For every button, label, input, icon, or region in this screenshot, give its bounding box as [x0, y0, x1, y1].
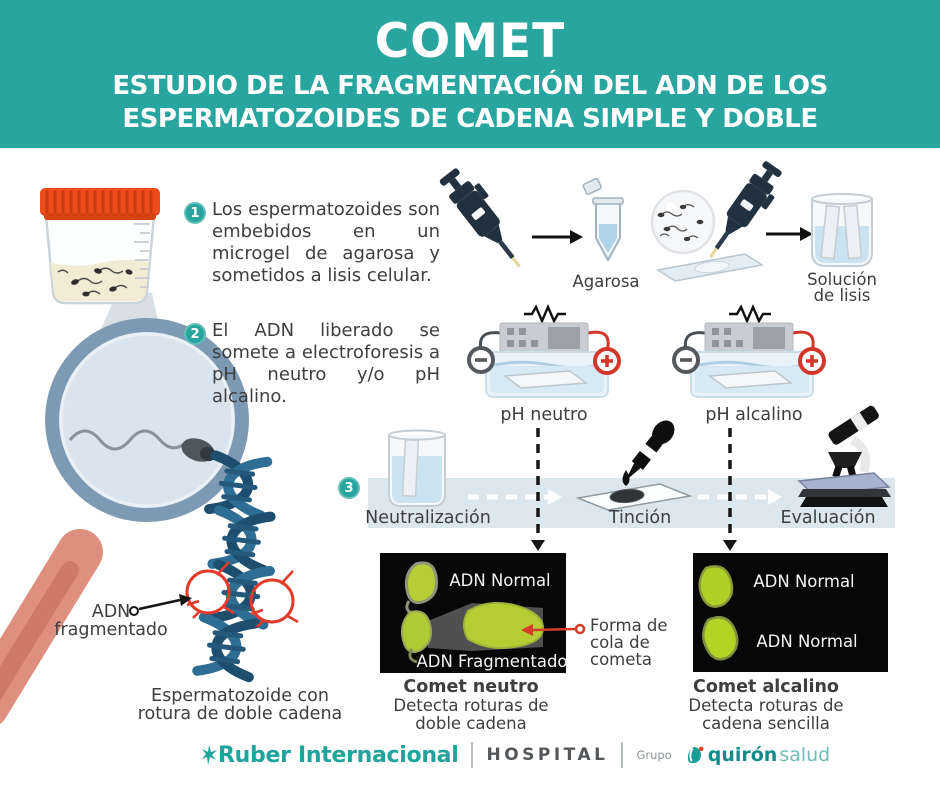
step-1-text: Los espermatozoides son embebidos en un …	[212, 199, 440, 286]
dashed-connector-icon	[531, 428, 737, 551]
agarosa-label: Agarosa	[572, 272, 640, 291]
adn-normal-label: ADN Normal	[756, 632, 858, 651]
arrow-right-icon	[532, 230, 583, 244]
evaluacion-label: Evaluación	[780, 508, 876, 528]
specimen-cup-icon	[40, 188, 160, 305]
electrophoresis-unit-icon	[467, 303, 621, 398]
adn-fragmentado-label-1: ADN	[91, 602, 131, 622]
ph-alcalino-label: pH alcalino	[705, 405, 803, 425]
step-2-text: El ADN liberado se somete a electrofores…	[212, 320, 440, 407]
sperm-tail	[68, 429, 185, 451]
comet-neutro-caption: Comet neutro Detecta roturas de doble ca…	[393, 677, 549, 734]
quiron-text: quirón	[707, 744, 778, 766]
neutralizacion-label: Neutralización	[365, 508, 491, 528]
comet-tail-annotation-3: cometa	[590, 650, 652, 669]
comet-alcalino-title: Comet alcalino	[693, 677, 839, 697]
adn-normal-label: ADN Normal	[753, 572, 855, 591]
micropipette-icon	[437, 162, 535, 275]
page-title: COMET	[374, 14, 566, 69]
comet-blob-icon	[400, 561, 545, 664]
quironsalud-mark-icon	[687, 746, 704, 763]
dropper-icon	[622, 420, 675, 486]
hospital-text: HOSPITAL	[486, 745, 609, 765]
solucion-lisis-label-1: Solución	[807, 270, 877, 289]
stain-slide-icon	[575, 483, 693, 511]
sperm-caption-line2: rotura de doble cadena	[137, 704, 343, 724]
page-subtitle-line1: ESTUDIO DE LA FRAGMENTACIÓN DEL ADN DE L…	[112, 71, 828, 101]
adn-fragmentado-box-label: ADN Fragmentado	[416, 652, 568, 671]
footer-logos: Ruber Internacional HOSPITAL Grupo quiró…	[202, 742, 830, 768]
ruber-logo: Ruber Internacional	[202, 742, 459, 768]
dna-break-marker-icon	[185, 561, 299, 628]
arrow-right-icon	[766, 227, 813, 241]
ruber-brand-text: Ruber Internacional	[218, 742, 459, 768]
footer-divider	[621, 742, 624, 768]
comet-alcalino-desc-2: cadena sencilla	[702, 714, 830, 734]
dna-helix-icon	[192, 450, 276, 683]
footer-divider	[471, 742, 474, 768]
ph-neutro-label: pH neutro	[500, 405, 588, 425]
step-2-badge: 2	[184, 323, 206, 345]
comet-blob-icon	[698, 565, 739, 661]
salud-text: salud	[779, 744, 831, 766]
neutralization-beaker-icon	[388, 429, 446, 507]
comet-neutro-title: Comet neutro	[403, 677, 539, 697]
adn-normal-label: ADN Normal	[449, 571, 551, 590]
electrophoresis-unit-icon	[672, 303, 826, 398]
page-subtitle-line2: ESPERMATOZOIDES DE CADENA SIMPLE Y DOBLE	[122, 104, 818, 134]
comet-neutro-desc-1: Detecta roturas de	[393, 695, 549, 715]
adn-fragmentado-pointer	[129, 594, 192, 616]
comet-alcalino-caption: Comet alcalino Detecta roturas de cadena…	[688, 677, 844, 734]
sperm-in-cup	[57, 267, 128, 295]
comet-tail-annotation-2: cola de	[590, 633, 650, 652]
adn-fragmentado-label-2: fragmentado	[54, 620, 168, 640]
glass-slide-icon	[656, 253, 764, 282]
sperm-caption-line1: Espermatozoide con	[151, 686, 329, 706]
step-3-badge: 3	[338, 477, 360, 499]
microtube-icon	[582, 177, 624, 261]
comet-neutro-desc-2: doble cadena	[415, 714, 527, 734]
lysis-beaker-icon	[811, 193, 873, 267]
header-band: COMET ESTUDIO DE LA FRAGMENTACIÓN DEL AD…	[0, 0, 940, 148]
ruber-mark-icon	[202, 745, 217, 765]
sperm-sphere-icon	[650, 189, 716, 255]
comet-tail-annotation-1: Forma de	[590, 616, 668, 635]
magnifying-glass-icon	[0, 318, 249, 725]
microscope-icon	[797, 405, 891, 507]
tincion-label: Tinción	[608, 508, 672, 528]
dashed-arrow-icon	[468, 489, 782, 505]
comet-tail-pointer	[521, 623, 586, 636]
step-1-badge: 1	[184, 202, 206, 224]
solucion-lisis-label-2: de lisis	[813, 286, 871, 305]
grupo-text: Grupo	[636, 748, 672, 762]
comet-alcalino-desc-1: Detecta roturas de	[688, 695, 844, 715]
